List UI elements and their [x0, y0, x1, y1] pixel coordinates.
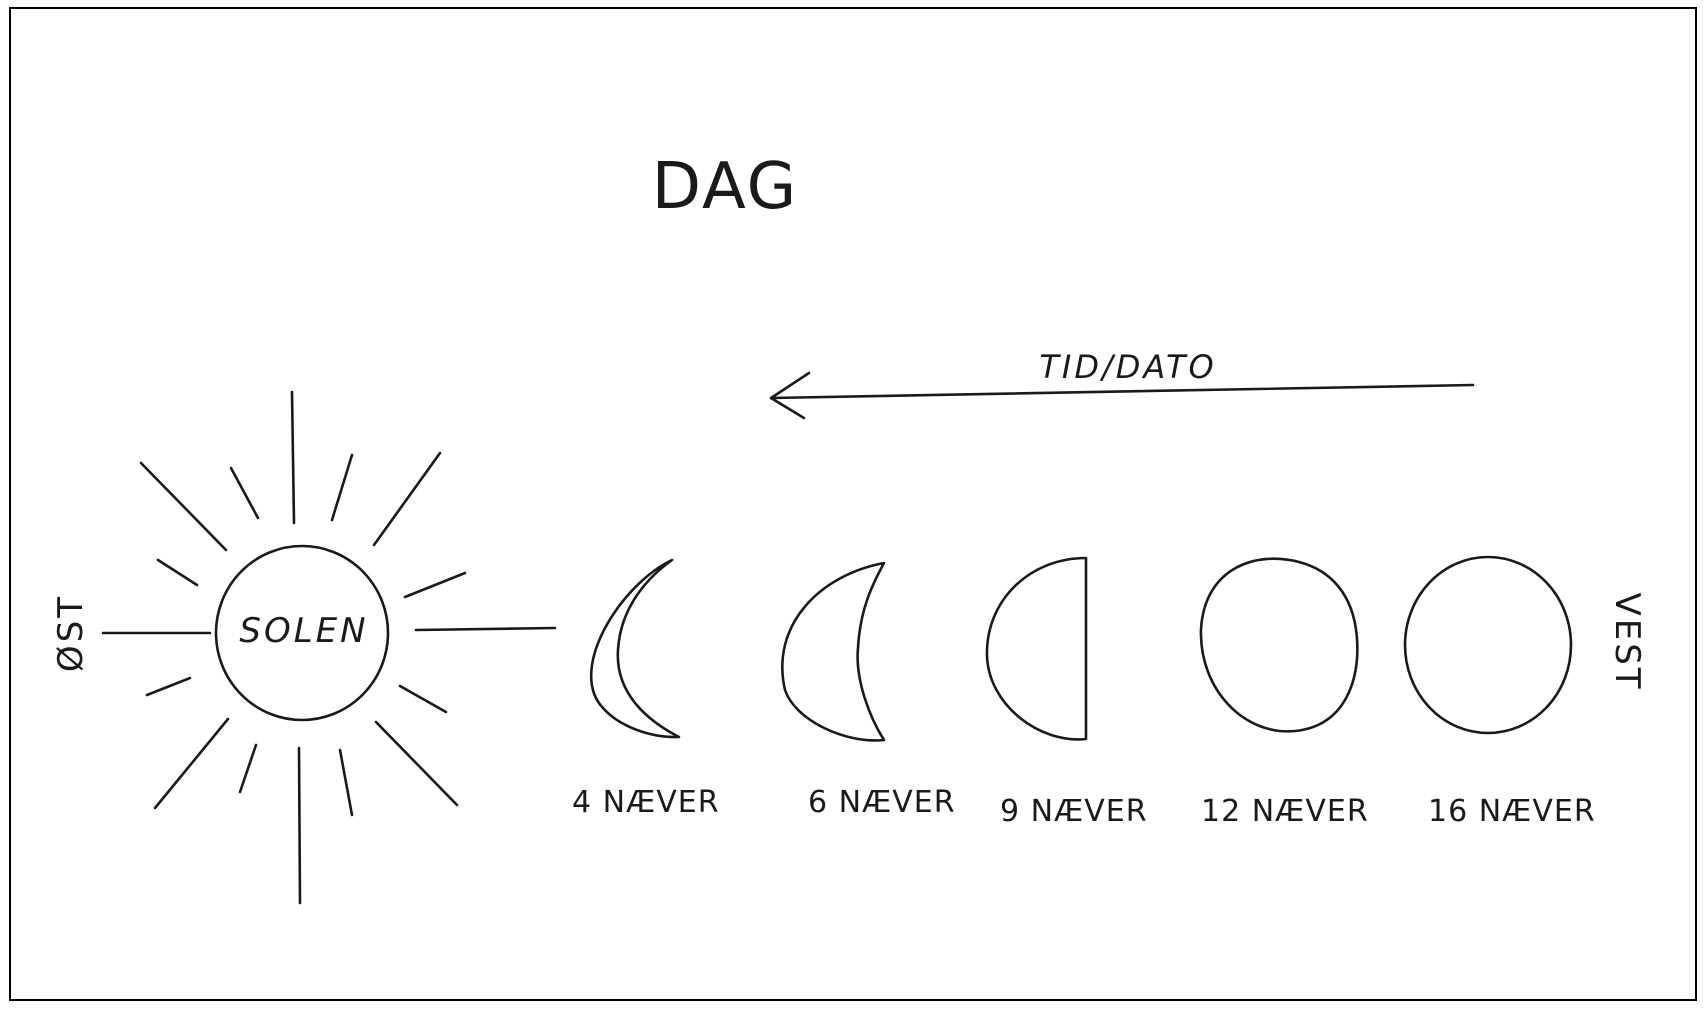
- diagram-title: DAG: [652, 150, 798, 224]
- phase-label: 16 NÆVER: [1428, 794, 1596, 829]
- east-label: ØST: [51, 594, 91, 672]
- phase-label: 9 NÆVER: [1000, 794, 1148, 829]
- west-label: VEST: [1607, 592, 1647, 691]
- phase-label: 4 NÆVER: [572, 785, 720, 820]
- phase-label: 12 NÆVER: [1201, 794, 1369, 829]
- phase-label: 6 NÆVER: [808, 785, 956, 820]
- diagram-frame: [10, 8, 1696, 1000]
- sun-label: SOLEN: [239, 611, 368, 651]
- sun-ray: [299, 748, 300, 903]
- time-arrow-label: TID/DATO: [1039, 348, 1216, 386]
